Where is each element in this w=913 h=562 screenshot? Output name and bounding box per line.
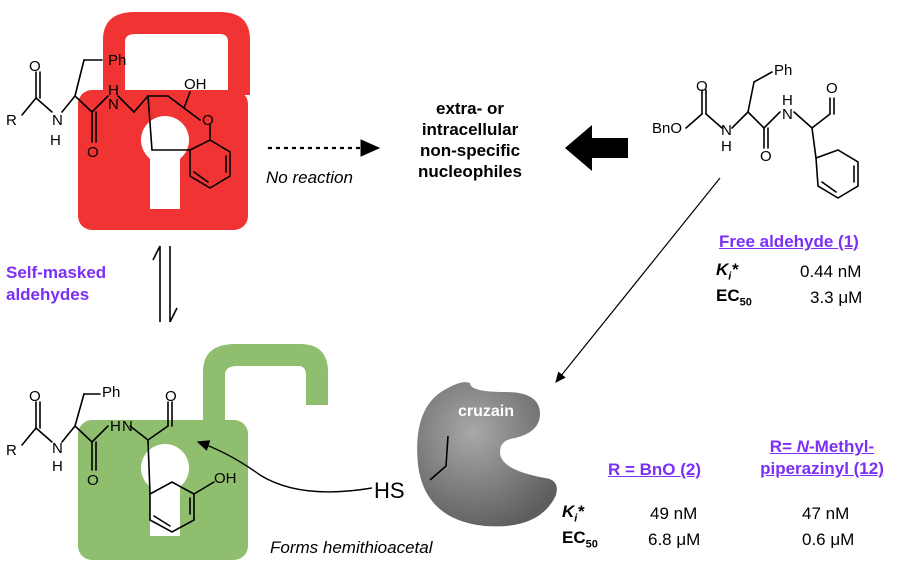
col-header-methylpiperazinyl-line-1: R= N-Methyl-	[732, 436, 912, 458]
label-o-bottom: O	[29, 388, 41, 405]
label-h-bottom: H	[52, 458, 63, 475]
cruzain-enzyme-icon	[417, 382, 557, 527]
label-r-top: R	[6, 112, 17, 129]
free-ki-star: *	[731, 260, 738, 279]
col2-c: -Methyl-	[809, 437, 875, 456]
free-ki-sub: i	[728, 270, 732, 283]
free-ki-label: Ki*	[716, 260, 738, 282]
right-molecule	[685, 71, 859, 199]
label-bno-right: BnO	[652, 120, 683, 137]
nucleophiles-line-4: nucleophiles	[418, 162, 522, 181]
diagonal-arrow	[555, 177, 721, 383]
curved-arrow	[196, 440, 373, 493]
self-masked-label: Self-masked aldehydes	[6, 262, 106, 306]
equilibrium-arrows	[152, 245, 178, 323]
label-oh-top: OH	[184, 76, 207, 93]
self-masked-line-1: Self-masked	[6, 263, 107, 282]
label-n2-bottom: N	[122, 418, 133, 435]
label-o2-bottom: O	[87, 472, 99, 489]
block-arrow	[565, 125, 628, 171]
label-r-bottom: R	[6, 442, 17, 459]
col-header-bno: R = BnO (2)	[608, 460, 702, 479]
label-o-top: O	[29, 58, 41, 75]
bottom-ki-label: Ki*	[562, 502, 584, 524]
free-ec-label: EC50	[716, 286, 752, 308]
label-hn-top: H	[108, 82, 119, 99]
col-header-methylpiperazinyl: R= N-Methyl- piperazinyl (12)	[732, 436, 912, 480]
col-header-methylpiperazinyl-line-2: piperazinyl (12)	[760, 459, 884, 478]
label-o-ring-top: O	[202, 112, 214, 129]
label-hn-right: H	[782, 92, 793, 109]
label-ph-top: Ph	[108, 52, 127, 69]
cruzain-label: cruzain	[458, 403, 515, 420]
bottom-left-molecule	[21, 393, 215, 533]
nucleophiles-label: extra- or intracellular non-specific nuc…	[400, 98, 540, 182]
nucleophiles-line-2: intracellular	[421, 120, 519, 139]
forms-hemithioacetal-label: Forms hemithioacetal	[270, 538, 433, 557]
red-lock-icon	[78, 12, 250, 230]
label-hn-bottom: H	[110, 418, 121, 435]
label-h-right: H	[721, 138, 732, 155]
no-reaction-label: No reaction	[266, 168, 353, 187]
bottom-ki-star: *	[577, 502, 584, 521]
bottom-ec-sub: 50	[585, 538, 598, 551]
free-ki-k: K	[716, 260, 729, 279]
bottom-ki-v1: 49 nM	[650, 504, 698, 523]
label-n2-top: N	[108, 96, 119, 113]
label-oh-bottom: OH	[214, 470, 237, 487]
bottom-ec-label: EC50	[562, 528, 598, 550]
label-o-right: O	[760, 148, 772, 165]
bottom-ki-sub: i	[574, 512, 578, 525]
col2-b: N	[796, 437, 810, 456]
label-o2-top: O	[87, 144, 99, 161]
label-o-carbamate: O	[696, 78, 708, 95]
free-ec-value: 3.3 μM	[810, 288, 863, 307]
bottom-ec-text: EC	[562, 528, 586, 547]
free-aldehyde-title: Free aldehyde (1)	[719, 232, 859, 251]
label-o-ald-right: O	[826, 80, 838, 97]
bottom-ec-v1: 6.8 μM	[648, 530, 701, 549]
bottom-ki-v2: 47 nM	[802, 504, 850, 523]
label-n2-right: N	[782, 106, 793, 123]
free-ec-text: EC	[716, 286, 740, 305]
label-h-top: H	[50, 132, 61, 149]
free-ki-value: 0.44 nM	[800, 262, 862, 281]
top-left-molecule	[21, 59, 231, 189]
label-n1-bottom: N	[52, 440, 63, 457]
col2-a: R=	[769, 437, 797, 456]
label-o-ald-bottom: O	[165, 388, 177, 405]
free-ec-sub: 50	[739, 296, 752, 309]
nucleophiles-line-3: non-specific	[419, 141, 521, 160]
bottom-ki-k: K	[562, 502, 575, 521]
label-ph-bottom: Ph	[102, 384, 121, 401]
label-n1-top: N	[52, 112, 63, 129]
hs-label: HS	[374, 478, 405, 503]
nucleophiles-line-1: extra- or	[435, 99, 505, 118]
label-ph-right: Ph	[774, 62, 793, 79]
label-n1-right: N	[721, 122, 732, 139]
self-masked-line-2: aldehydes	[6, 285, 90, 304]
green-lock-icon	[78, 344, 328, 560]
bottom-ec-v2: 0.6 μM	[802, 530, 855, 549]
